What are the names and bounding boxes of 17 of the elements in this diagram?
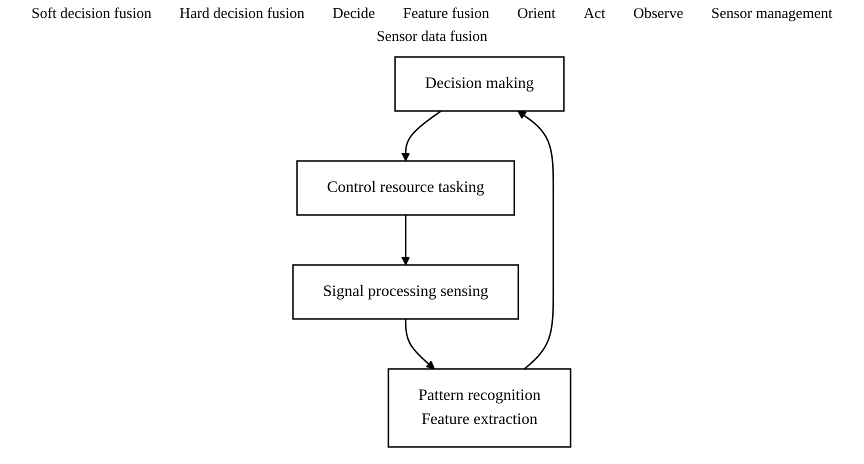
- note-text: Sensor management: [711, 6, 832, 23]
- arrow: [401, 110, 442, 162]
- arrow: [518, 110, 554, 370]
- note-text: Feature fusion: [403, 6, 490, 23]
- note-text: Sensor data fusion: [376, 29, 488, 46]
- note-text: Hard decision fusion: [180, 6, 305, 23]
- note-text: Orient: [517, 6, 556, 23]
- node-box: Control resource tasking: [296, 160, 516, 216]
- note-text: Act: [584, 6, 606, 23]
- node-box: Signal processing sensing: [292, 264, 520, 320]
- node-box: Pattern recognition Feature extraction: [388, 368, 572, 448]
- note-text: Soft decision fusion: [32, 6, 152, 23]
- arrow: [401, 215, 410, 266]
- node-box: Decision making: [394, 56, 565, 112]
- note-text: Decide: [332, 6, 376, 23]
- note-text: Observe: [633, 6, 684, 23]
- arrow: [405, 319, 436, 370]
